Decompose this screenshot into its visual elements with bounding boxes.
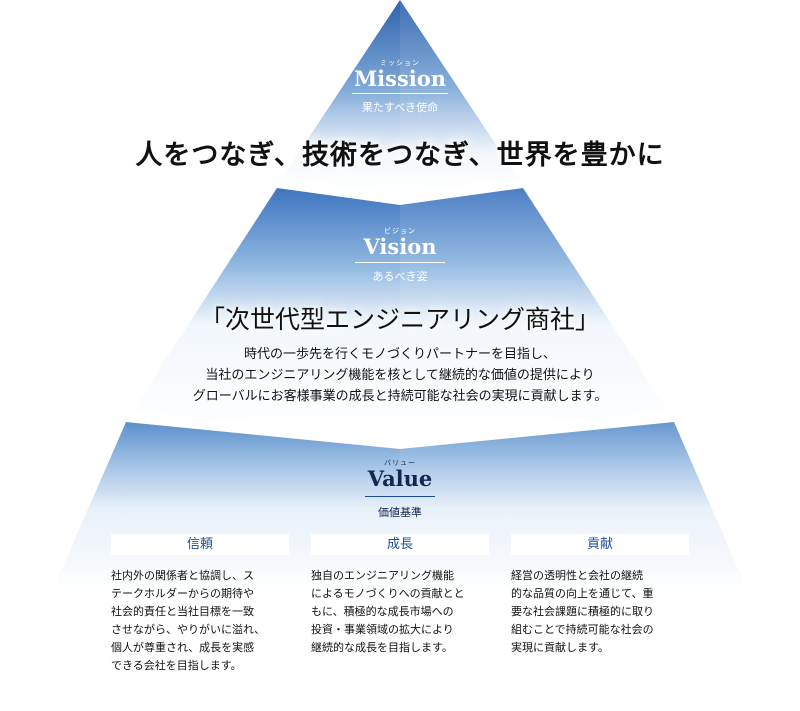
vision-tier (132, 188, 668, 438)
vision-line: 時代の一歩先を行くモノづくりパートナーを目指し、 (243, 347, 556, 362)
vision-description: 時代の一歩先を行くモノづくりパートナーを目指し、 当社のエンジニアリング機能を核… (60, 344, 740, 407)
value-card-line: させながら、やりがいに溢れ、 (111, 623, 266, 636)
vision-title-rule (355, 262, 445, 263)
value-subtitle: 価値基準 (378, 506, 422, 519)
value-card-body: 独自のエンジニアリング機能 によるモノづくりへの貢献とと もに、積極的な成長市場… (311, 567, 489, 657)
value-ruby: バリュー (384, 459, 416, 467)
value-card-line: 独自のエンジニアリング機能 (311, 569, 454, 582)
value-card-heading: 成長 (311, 534, 489, 555)
value-card-body: 社内外の関係者と協調し、ス テークホルダーからの期待や 社会的責任と当社目標を一… (111, 567, 289, 675)
mission-tier (282, 0, 518, 194)
value-card-body: 経営の透明性と会社の継続 的な品質の向上を通じて、重 要な社会課題に積極的に取り… (511, 567, 689, 657)
value-card-line: 社内外の関係者と協調し、ス (111, 569, 254, 582)
value-tier (0, 422, 800, 711)
value-card-line: 社会的責任と当社目標を一致 (111, 605, 254, 618)
value-card-trust: 信頼 社内外の関係者と協調し、ス テークホルダーからの期待や 社会的責任と当社目… (111, 534, 289, 675)
value-card-line: によるモノづくりへの貢献とと (311, 587, 465, 600)
value-card-heading: 信頼 (111, 534, 289, 555)
value-card-heading: 貢献 (511, 534, 689, 555)
mission-ruby: ミッション (380, 59, 420, 67)
value-card-line: 投資・事業領域の拡大により (311, 623, 454, 636)
value-card-line: 組むことで持続可能な社会の (511, 623, 654, 636)
mission-subtitle: 果たすべき使命 (361, 101, 439, 114)
vision-line: 当社のエンジニアリング機能を核として継続的な価値の提供により (205, 368, 595, 383)
value-card-line: 要な社会課題に積極的に取り (511, 605, 654, 618)
value-card-line: 実現に貢献します。 (511, 641, 609, 654)
value-card-line: もに、積極的な成長市場への (311, 605, 454, 618)
value-title-rule (365, 496, 435, 497)
value-card-line: テークホルダーからの期待や (111, 587, 254, 600)
value-card-line: 個人が尊重され、成長を実感 (111, 641, 255, 654)
mission-title-rule (352, 93, 448, 94)
value-title: Value (367, 466, 433, 491)
value-card-growth: 成長 独自のエンジニアリング機能 によるモノづくりへの貢献とと もに、積極的な成… (311, 534, 489, 657)
value-card-line: 経営の透明性と会社の継続 (511, 569, 643, 582)
value-card-line: できる会社を目指します。 (111, 659, 242, 672)
mission-statement: 人をつなぎ、技術をつなぎ、世界を豊かに (135, 140, 665, 171)
value-card-line: 的な品質の向上を通じて、重 (511, 587, 654, 600)
vision-subtitle: あるべき姿 (372, 270, 428, 283)
vision-line: グローバルにお客様事業の成長と持続可能な社会の実現に貢献します。 (192, 389, 608, 404)
vision-ruby: ビジョン (384, 227, 416, 235)
mission-title: Mission (353, 66, 447, 91)
value-card-contribution: 貢献 経営の透明性と会社の継続 的な品質の向上を通じて、重 要な社会課題に積極的… (511, 534, 689, 657)
value-card-line: 継続的な成長を目指します。 (311, 641, 453, 654)
vision-statement: 「次世代型エンジニアリング商社」 (199, 305, 600, 334)
vision-title: Vision (363, 234, 437, 259)
